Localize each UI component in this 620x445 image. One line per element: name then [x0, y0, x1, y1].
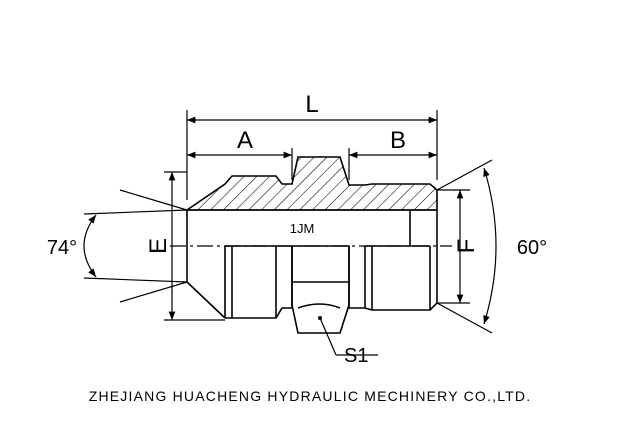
company-name: ZHEJIANG HUACHENG HYDRAULIC MECHINERY CO…: [89, 388, 532, 404]
dim-E: [164, 171, 225, 321]
dim-A-label: A: [237, 127, 253, 154]
dim-B-label: B: [390, 127, 406, 154]
dim-B: [348, 148, 437, 180]
s1-label: S1: [344, 345, 368, 367]
dim-E-label: E: [145, 238, 172, 254]
dim-F-label: F: [453, 239, 480, 254]
angle-74: [83, 189, 188, 303]
angle-60: [436, 159, 497, 334]
dim-L-label: L: [305, 91, 318, 118]
angle-60-label: 60°: [517, 237, 547, 259]
dim-A: [187, 148, 293, 180]
part-code: 1JM: [290, 221, 315, 236]
angle-74-label: 74°: [47, 237, 77, 259]
dim-F: [437, 189, 470, 304]
s1-leader: [319, 317, 378, 356]
section-hatch: [184, 156, 438, 211]
s1-leader-dot: [318, 316, 322, 320]
hex-nut: [291, 245, 350, 334]
